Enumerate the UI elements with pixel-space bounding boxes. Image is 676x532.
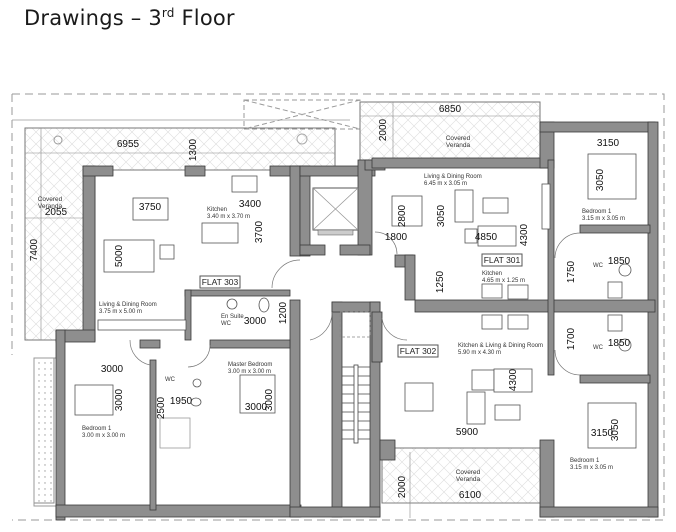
dimension-label: 2000	[397, 475, 408, 498]
dimension-label: 3700	[254, 220, 265, 243]
dimension-label: 1850	[608, 256, 631, 267]
room-label: Veranda	[446, 142, 471, 149]
dimension-label: 3050	[436, 204, 447, 227]
room-label: WC	[165, 377, 176, 383]
dimension-label: 2800	[397, 204, 408, 227]
dimension-label: 3000	[264, 388, 275, 411]
dimension-label: 1700	[566, 327, 577, 350]
page-title: Drawings – 3rd Floor	[24, 6, 235, 30]
room-size: 6.45 m x 3.05 m	[424, 181, 467, 187]
walls	[55, 121, 659, 521]
dimension-label: 6850	[439, 104, 462, 115]
dimension-label: 2500	[156, 396, 167, 419]
room-label: Master Bedroom	[228, 362, 272, 368]
planter	[33, 357, 55, 504]
room-label: WC	[221, 321, 232, 327]
dimension-label: 4850	[475, 232, 498, 243]
dimension-label: 6955	[117, 139, 140, 150]
room-label: Covered	[38, 196, 63, 203]
room-label: Bedroom 1	[582, 209, 612, 215]
elevator	[312, 187, 359, 236]
dimension-label: 1250	[435, 270, 446, 293]
dimension-label: 5900	[456, 427, 479, 438]
flat-labels: FLAT 303 FLAT 301 FLAT 302	[199, 253, 523, 358]
flat-301-label: FLAT 301	[484, 255, 521, 265]
dimension-label: 3000	[245, 402, 268, 413]
dimension-label: 7400	[29, 238, 40, 261]
room-label: Bedroom 1	[82, 426, 112, 432]
dimension-label: 2055	[45, 207, 68, 218]
room-label: Veranda	[456, 476, 481, 483]
room-label: Kitchen & Living & Dining Room	[458, 343, 543, 349]
dimension-label: 3000	[244, 316, 267, 327]
dimension-label: 4300	[519, 223, 530, 246]
dimension-label: 3050	[610, 418, 621, 441]
furniture-303	[74, 175, 276, 449]
veranda-bottom: Covered Veranda 6100 2000	[381, 447, 551, 518]
dimension-label: 3750	[139, 202, 162, 213]
veranda-top: 6850 2000 Covered Veranda	[359, 101, 541, 161]
furniture-301-302	[391, 153, 637, 449]
dimension-label: 3000	[114, 388, 125, 411]
site-boundary	[11, 93, 665, 521]
room-size: 3.15 m x 3.05 m	[570, 465, 613, 471]
room-label: Bedroom 1	[570, 458, 600, 464]
room-label: En Suite	[221, 314, 244, 320]
room-label: Covered	[446, 135, 471, 142]
room-labels: Kitchen 3.40 m x 3.70 m Living & Dining …	[82, 174, 625, 471]
room-size: 4.65 m x 1.25 m	[482, 278, 525, 284]
room-label: Living & Dining Room	[424, 174, 482, 180]
dimension-label: 1950	[170, 396, 193, 407]
dimension-labels: 3750 5000 3400 3700 3000 1200 3000 3000 …	[101, 138, 631, 441]
dimension-label: 3050	[595, 168, 606, 191]
dimension-label: 1200	[278, 301, 289, 324]
room-size: 3.15 m x 3.05 m	[582, 216, 625, 222]
dimension-label: 4300	[508, 368, 519, 391]
room-label: Veranda	[38, 203, 63, 210]
dimension-label: 1850	[608, 338, 631, 349]
room-label: Covered	[456, 469, 481, 476]
flat-303-label: FLAT 303	[202, 277, 239, 287]
room-label: WC	[593, 345, 604, 351]
dimension-label: 2000	[378, 118, 389, 141]
room-size: 5.90 m x 4.30 m	[458, 350, 501, 356]
staircase	[339, 311, 371, 444]
room-label: Kitchen	[482, 271, 502, 277]
dimension-label: 1300	[188, 138, 199, 161]
room-size: 3.00 m x 3.00 m	[82, 433, 125, 439]
room-label: Kitchen	[207, 207, 227, 213]
flat-302-label: FLAT 302	[400, 346, 437, 356]
room-label: Living & Dining Room	[99, 302, 157, 308]
dimension-label: 5000	[114, 244, 125, 267]
room-label: WC	[593, 263, 604, 269]
room-size: 3.75 m x 5.00 m	[99, 309, 142, 315]
dimension-label: 1800	[385, 232, 408, 243]
dimension-label: 3150	[591, 428, 614, 439]
dimension-label: 1750	[566, 260, 577, 283]
dimension-label: 3150	[597, 138, 620, 149]
dimension-label: 6100	[459, 490, 482, 501]
dimension-label: 3000	[101, 364, 124, 375]
room-size: 3.40 m x 3.70 m	[207, 214, 250, 220]
roof-void	[243, 99, 361, 130]
door-swings	[129, 231, 581, 376]
room-size: 3.00 m x 3.00 m	[228, 369, 271, 375]
dimension-label: 3400	[239, 199, 262, 210]
